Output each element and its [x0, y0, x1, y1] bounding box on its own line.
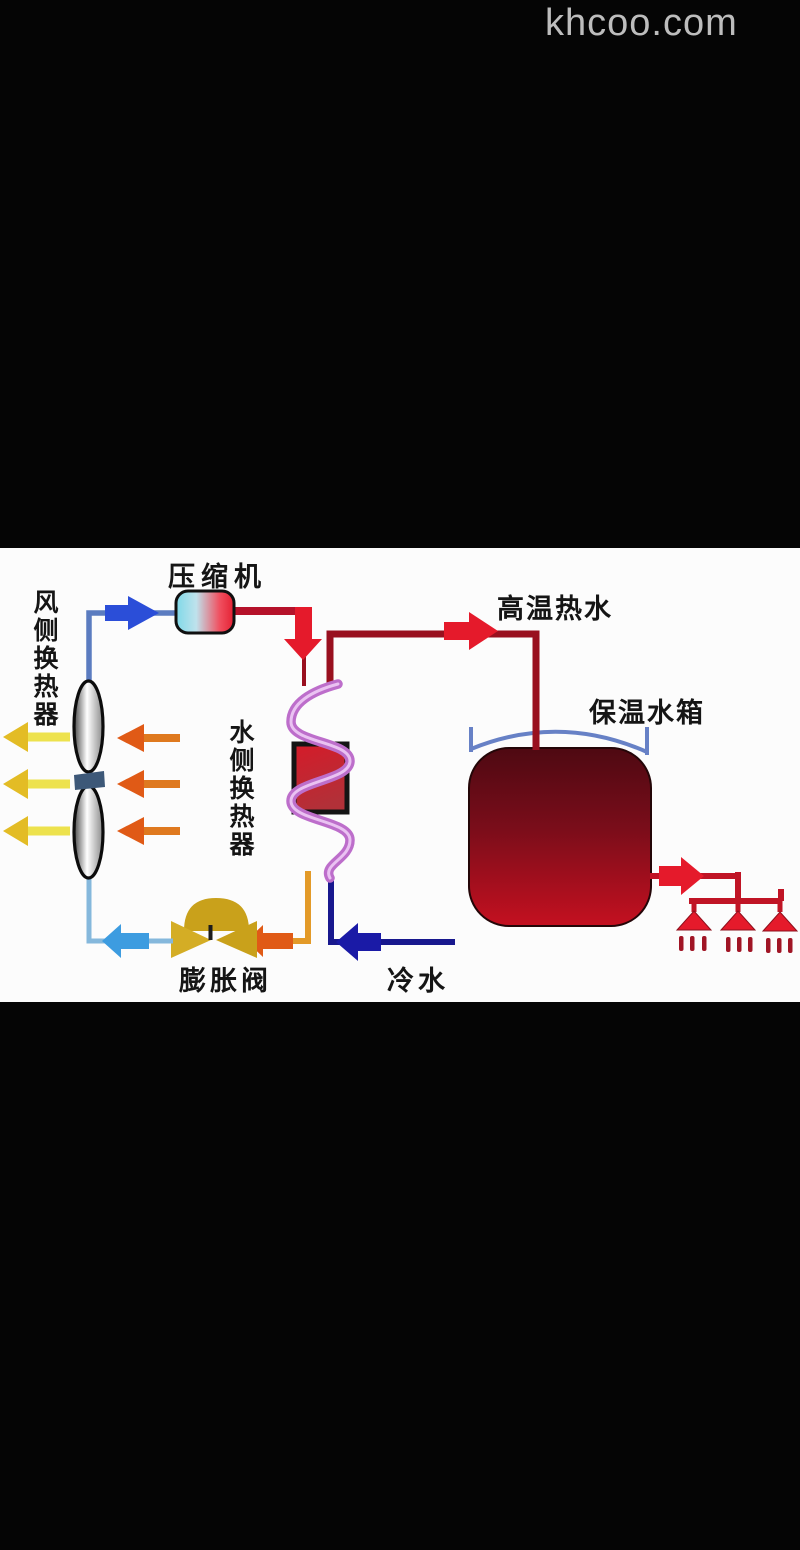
fan-coil-lower [72, 784, 105, 880]
air-hx-label: 风侧换热器 [30, 589, 58, 729]
storage-tank-body [468, 747, 652, 927]
hot-water-flow-arrow-icon [444, 612, 498, 650]
suction-flow-arrow-icon [105, 596, 159, 630]
diagram-graphics [3, 589, 799, 961]
shower-spray-lines [679, 936, 793, 953]
compressor-label: 压缩机 [168, 562, 267, 592]
air-in-arrows [117, 724, 180, 845]
compressor-body [174, 589, 236, 635]
watermark-text: khcoo.com [545, 2, 738, 44]
expansion-valve-right [216, 921, 257, 958]
tank-outlet-arrow-icon [659, 857, 704, 895]
water-hx-label: 水侧换热器 [226, 719, 254, 859]
shower-head-icon [719, 910, 757, 931]
expansion-valve-stem [208, 925, 213, 940]
shower-stems [691, 900, 783, 912]
expansion-valve-label: 膨胀阀 [179, 966, 272, 996]
tank-label: 保温水箱 [589, 698, 705, 728]
air-out-arrows [3, 722, 70, 846]
return-pipe [86, 877, 173, 944]
expansion-valve-left [171, 921, 211, 958]
expansion-valve-dome [184, 898, 249, 931]
return-flow-arrow-icon [102, 924, 149, 958]
tank-top-arc [469, 727, 649, 755]
cold-water-arrow-icon [336, 923, 381, 961]
fan-motor [74, 771, 105, 790]
discharge-arrow-shaft [295, 607, 312, 640]
cold-water-label: 冷水 [387, 966, 449, 996]
heat-pump-diagram: 压缩机 高温热水 保温水箱 膨胀阀 冷水 风侧换热器 水侧换热器 [0, 548, 800, 1002]
shower-head-icon [675, 910, 713, 931]
cold-water-pipe [328, 877, 455, 945]
refrigerant-coil-highlight [289, 682, 352, 880]
shower-head-icon [761, 911, 799, 932]
liquid-line-arrow-icon [246, 925, 293, 957]
hot-water-label: 高温热水 [497, 594, 613, 624]
liquid-line-pipe [260, 871, 311, 944]
discharge-arrow-down-icon [284, 639, 322, 660]
hot-water-pipe [326, 630, 540, 750]
fan-coil-upper [72, 679, 105, 774]
